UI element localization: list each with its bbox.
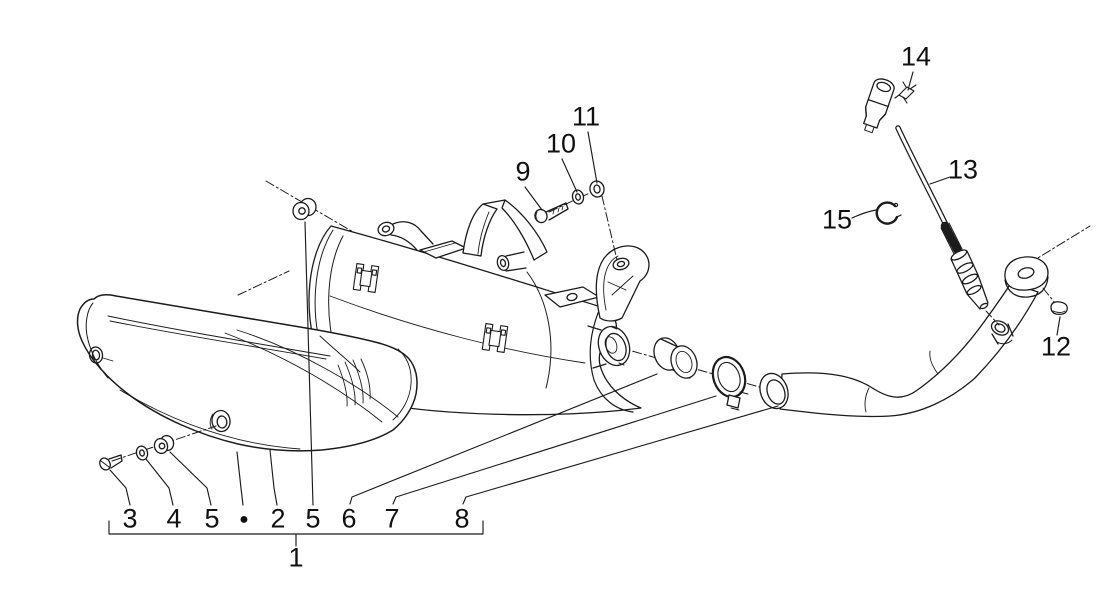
bullet-marker: ● (239, 511, 249, 528)
part-7: 7 (384, 503, 400, 534)
part-14: 14 (900, 41, 932, 72)
part-10: 10 (545, 128, 577, 159)
heat-shield (76, 294, 418, 452)
part-6: 6 (341, 503, 357, 534)
muffler-rear-bracket (595, 245, 650, 322)
part-9: 9 (515, 156, 531, 187)
mounting-bolt (534, 202, 569, 224)
sensor-cable-clip (894, 81, 917, 104)
bolt-axis-line (601, 195, 618, 261)
pipe-clamp (711, 355, 749, 411)
shield-spring-clip-upper (352, 263, 380, 293)
part-1: 1 (288, 542, 304, 573)
muffler-fin-bracket (462, 199, 600, 308)
part-5-right: 5 (305, 503, 321, 534)
shield-washer (135, 445, 149, 461)
bolt-washer-large (589, 180, 605, 198)
sensor-connector (863, 78, 895, 134)
gasket-ring (653, 337, 698, 379)
part-4: 4 (166, 503, 182, 534)
part-13: 13 (947, 154, 979, 185)
shield-screw (99, 454, 123, 471)
callout-bracket (108, 520, 484, 547)
oxygen-sensor (863, 78, 1000, 326)
part-11: 11 (571, 101, 601, 132)
part-15: 15 (821, 204, 853, 235)
leader-lines (109, 71, 1061, 506)
pipe-flange (1004, 256, 1049, 298)
shield-mount-hole (209, 409, 231, 433)
shield-upper-hole (88, 346, 114, 364)
part-12: 12 (1040, 331, 1072, 362)
part-2: 2 (270, 503, 286, 534)
muffler-strap-bracket (377, 221, 467, 259)
exhaust-downpipe (759, 256, 1049, 418)
bolt-washer-small (571, 189, 585, 205)
shield-spring-clip-lower (481, 323, 509, 353)
muffler-inlet-stub (587, 325, 631, 369)
part-5-left: 5 (204, 503, 220, 534)
part-3: 3 (122, 503, 138, 534)
retaining-clip (875, 201, 902, 225)
shield-nut (153, 434, 175, 455)
flange-nut (1050, 301, 1068, 316)
sensor-boss (990, 320, 1014, 345)
muffler-stud-nut (292, 197, 317, 221)
part-8: 8 (454, 503, 470, 534)
